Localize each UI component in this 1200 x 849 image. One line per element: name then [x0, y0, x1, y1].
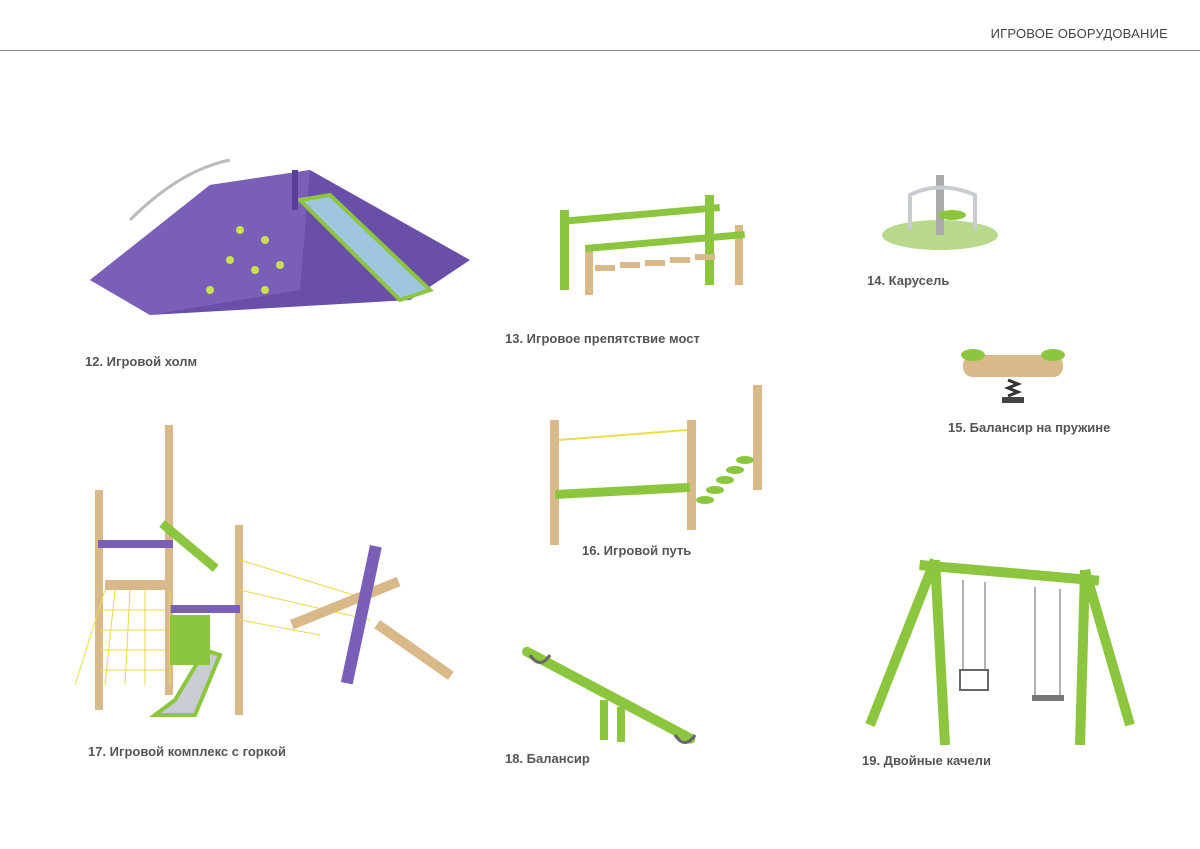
- item-label-17: 17. Игровой комплекс с горкой: [88, 744, 286, 759]
- item-label-18: 18. Балансир: [505, 751, 590, 766]
- item-label-15: 15. Балансир на пружине: [948, 420, 1111, 435]
- item-label-14: 14. Карусель: [867, 273, 950, 288]
- play-hill-image: [90, 158, 470, 315]
- item-label-19: 19. Двойные качели: [862, 753, 991, 768]
- page-header-title: ИГРОВОЕ ОБОРУДОВАНИЕ: [990, 26, 1168, 41]
- seesaw-balancer-image: [522, 646, 697, 744]
- double-swing-image: [865, 558, 1135, 746]
- carousel-image: [882, 175, 998, 250]
- bridge-obstacle-image: [560, 195, 746, 295]
- play-path-image: [550, 385, 762, 545]
- header-divider: [0, 50, 1200, 51]
- item-label-13: 13. Игровое препятствие мост: [505, 331, 700, 346]
- spring-balancer-image: [961, 349, 1065, 403]
- item-label-16: 16. Игровой путь: [582, 543, 692, 558]
- item-label-12: 12. Игровой холм: [85, 354, 198, 369]
- play-complex-image: [74, 425, 454, 717]
